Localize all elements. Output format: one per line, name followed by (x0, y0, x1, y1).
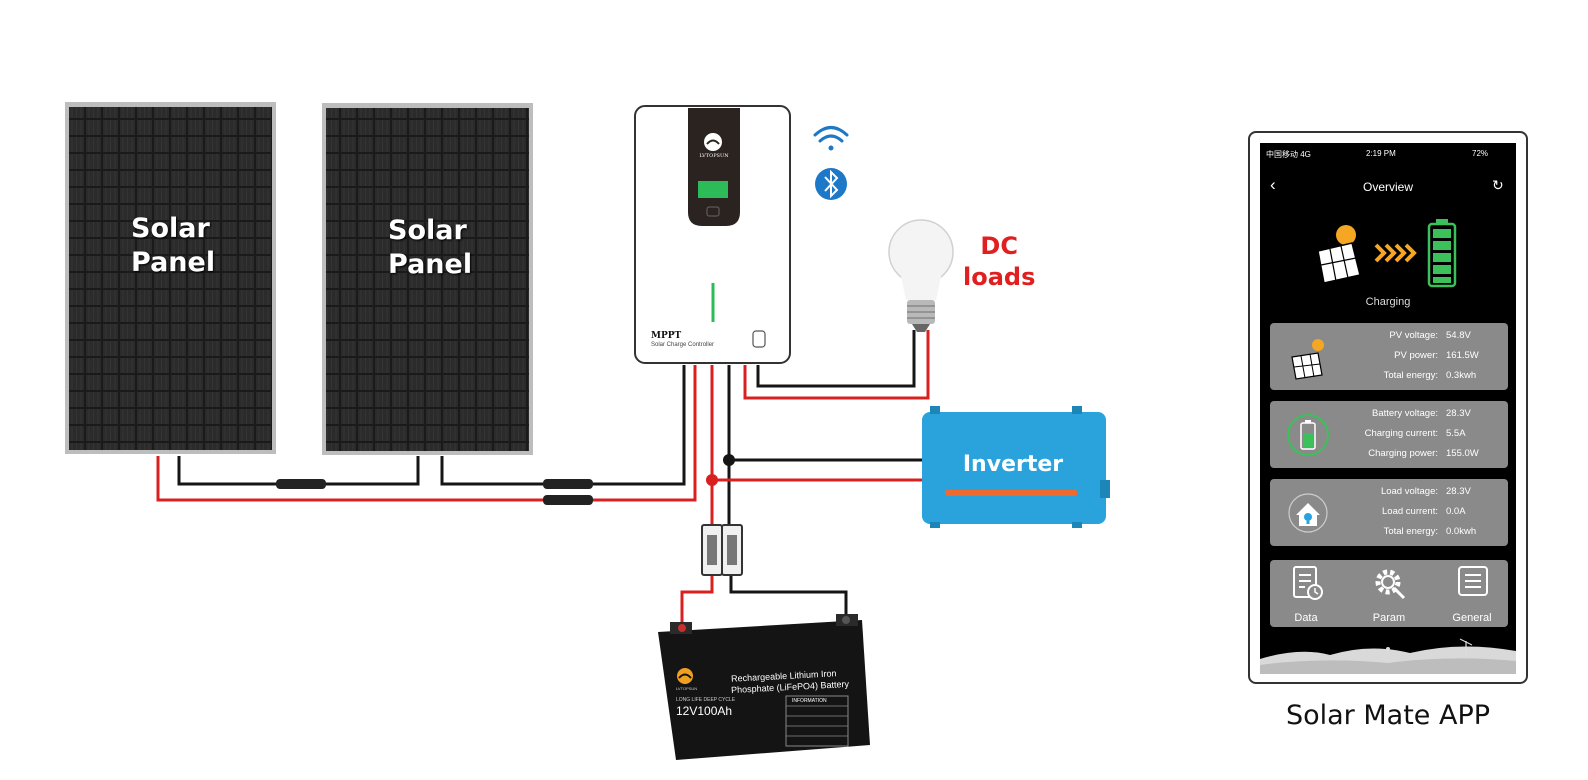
pv-energy-value: 0.3kwh (1446, 370, 1477, 381)
charging-current-label: Charging current: (1364, 428, 1438, 439)
solar-panel-2-label-line1: Solar (388, 215, 467, 246)
pv-voltage-label: PV voltage: (1389, 330, 1438, 341)
charging-graphic (1317, 219, 1457, 288)
home-icon (1288, 493, 1328, 533)
load-current-label: Load current: (1382, 506, 1438, 517)
load-row-current: Load current: 0.0A (1310, 502, 1500, 523)
load-wiring (743, 330, 930, 400)
menu-general-label: General (1452, 612, 1492, 624)
junction-red (706, 474, 718, 486)
status-time: 2:19 PM (1366, 149, 1396, 158)
battery (658, 614, 870, 760)
battery-cycle: LONG LIFE DEEP CYCLE (676, 697, 736, 703)
load-row-voltage: Load voltage: 28.3V (1310, 482, 1500, 503)
pv-power-label: PV power: (1394, 350, 1438, 361)
charging-power-value: 155.0W (1446, 448, 1479, 459)
controller-brand: LVTOPSUN (699, 153, 729, 159)
battery-wiring (680, 365, 922, 626)
battery-info-header: INFORMATION (792, 698, 827, 704)
light-bulb-icon (888, 219, 954, 332)
menu-data-label: Data (1294, 612, 1318, 624)
phone-mockup: 中国移动 4G 2:19 PM 72% ‹ Overview ↻ (1248, 131, 1528, 684)
battery-voltage-value: 28.3V (1446, 408, 1471, 419)
pv-row-energy: Total energy: 0.3kwh (1310, 366, 1500, 387)
battery-brand: LVTOPSUN (676, 686, 698, 691)
landscape-decoration (1260, 638, 1516, 674)
pv-row-power: PV power: 161.5W (1310, 346, 1500, 367)
battery-card: Battery voltage: 28.3V Charging current: 5… (1270, 401, 1508, 468)
solar-panel-1-label-line1: Solar (131, 213, 210, 244)
solar-panel-icon (1291, 339, 1324, 380)
pv-card: PV voltage: 54.8V PV power: 161.5W Total e… (1270, 323, 1508, 390)
data-icon (1293, 566, 1323, 600)
battery-row-voltage: Battery voltage: 28.3V (1310, 404, 1500, 425)
battery-icon (1287, 414, 1329, 456)
charge-controller (634, 105, 791, 364)
charging-label: Charging (1365, 296, 1411, 308)
battery-row-current: Charging current: 5.5A (1310, 424, 1500, 445)
solar-panel-1 (65, 102, 276, 454)
gear-icon (1375, 569, 1406, 600)
mc4-connectors (276, 479, 593, 505)
arrows-icon (1374, 243, 1417, 263)
back-icon[interactable]: ‹ (1270, 175, 1276, 194)
bluetooth-icon (815, 168, 847, 200)
battery-row-power: Charging power: 155.0W (1310, 444, 1500, 465)
solar-panel-2-label-line2: Panel (388, 249, 473, 280)
menu-card: Data Param General (1270, 560, 1508, 627)
pv-voltage-value: 54.8V (1446, 330, 1471, 341)
pv-row-voltage: PV voltage: 54.8V (1310, 326, 1500, 347)
refresh-icon[interactable]: ↻ (1492, 177, 1504, 193)
charging-current-value: 5.5A (1446, 428, 1466, 439)
menu-param-button[interactable]: Param (1359, 560, 1419, 627)
dc-loads-label: DC loads (963, 231, 1035, 293)
pv-power-value: 161.5W (1446, 350, 1479, 361)
app-screen: 中国移动 4G 2:19 PM 72% ‹ Overview ↻ (1260, 143, 1516, 674)
solar-panel-1-label: Solar Panel (131, 212, 215, 280)
junction-black (723, 454, 735, 466)
load-energy-value: 0.0kwh (1446, 526, 1477, 537)
status-carrier: 中国移动 4G (1266, 150, 1311, 159)
inverter-label: Inverter (962, 452, 1064, 477)
controller-subtitle: Solar Charge Controller (651, 342, 715, 348)
controller-type: MPPT (651, 331, 682, 341)
dc-loads-label-line2: loads (963, 263, 1036, 291)
solar-panel-2-label: Solar Panel (388, 214, 472, 282)
battery-model: 12V100Ah (676, 704, 733, 718)
inverter (922, 406, 1110, 528)
charging-power-label: Charging power: (1368, 448, 1438, 459)
solar-panel-1-label-line2: Panel (131, 247, 216, 278)
menu-general-button[interactable]: General (1442, 560, 1502, 627)
load-energy-label: Total energy: (1383, 526, 1438, 537)
battery-voltage-label: Battery voltage: (1371, 408, 1438, 419)
status-battery: 72% (1472, 149, 1489, 158)
load-current-value: 0.0A (1446, 506, 1466, 517)
load-voltage-label: Load voltage: (1380, 486, 1438, 497)
dc-loads-label-line1: DC (980, 232, 1018, 260)
list-icon (1458, 566, 1488, 596)
load-card: Load voltage: 28.3V Load current: 0.0A Tot… (1270, 479, 1508, 546)
load-row-energy: Total energy: 0.0kwh (1310, 522, 1500, 543)
battery-full-icon (1427, 219, 1457, 288)
wifi-icon (813, 126, 849, 151)
app-caption: Solar Mate APP (1285, 700, 1491, 731)
menu-param-label: Param (1372, 612, 1406, 624)
pv-energy-label: Total energy: (1383, 370, 1438, 381)
menu-data-button[interactable]: Data (1276, 560, 1336, 627)
fuse-holders (701, 524, 743, 576)
app-title: Overview (1362, 180, 1413, 194)
solar-panel-2 (322, 103, 533, 455)
load-voltage-value: 28.3V (1446, 486, 1471, 497)
sun-panel-icon (1317, 225, 1361, 284)
